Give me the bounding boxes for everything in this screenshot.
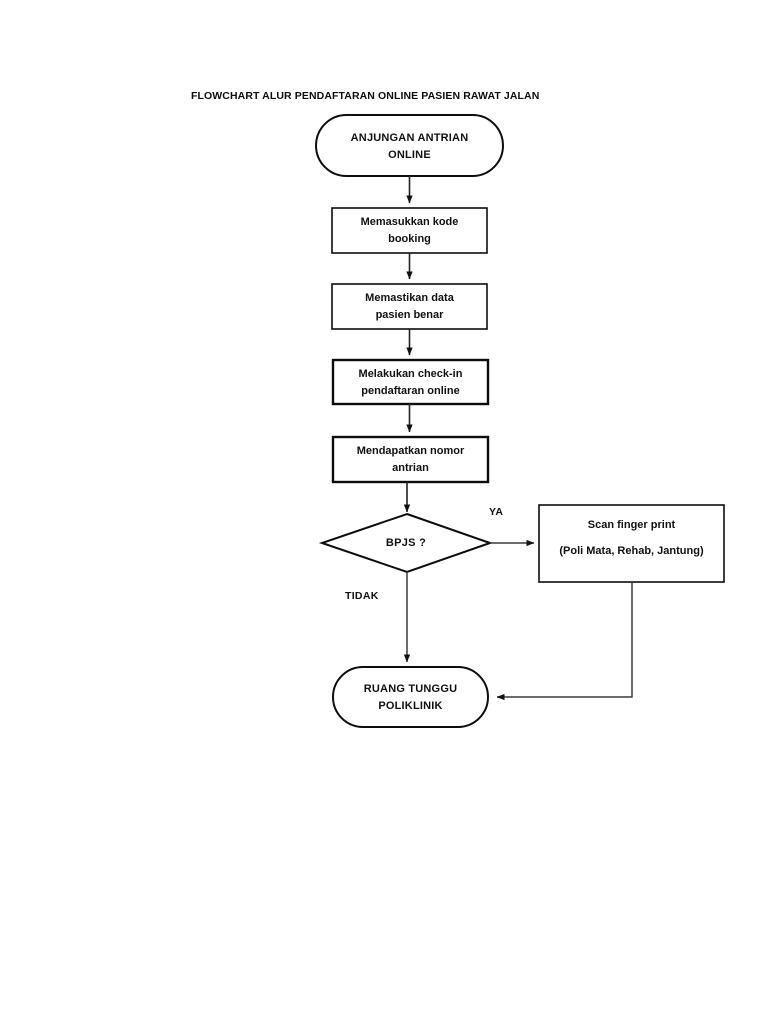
step1-label-line2: booking xyxy=(388,233,431,245)
end-label-line1: RUANG TUNGGU xyxy=(364,683,457,695)
step3-box-shape xyxy=(331,358,490,406)
page-title: FLOWCHART ALUR PENDAFTARAN ONLINE PASIEN… xyxy=(191,90,539,102)
start-terminal-shape xyxy=(315,114,504,177)
step2-label-line2: pasien benar xyxy=(376,309,445,321)
node-step3: Melakukan check-in pendaftaran online xyxy=(331,358,490,406)
step2-box-shape xyxy=(331,283,488,330)
node-scan: Scan finger print (Poli Mata, Rehab, Jan… xyxy=(538,504,725,583)
step2-label-line1: Memastikan data xyxy=(365,292,455,304)
start-label-line2: ONLINE xyxy=(388,149,431,161)
edge-scan-to-end xyxy=(496,582,633,701)
end-label-line2: POLIKLINIK xyxy=(378,700,442,712)
end-terminal-shape xyxy=(332,666,489,728)
scan-box-shape xyxy=(538,504,725,583)
decision-label: BPJS ? xyxy=(386,537,426,549)
step4-box-shape xyxy=(331,435,490,484)
step3-label-line1: Melakukan check-in xyxy=(359,368,463,380)
start-label-line1: ANJUNGAN ANTRIAN xyxy=(351,132,469,144)
edge-label-no: TIDAK xyxy=(345,590,379,602)
step1-label-line1: Memasukkan kode xyxy=(361,216,459,228)
step4-label-line2: antrian xyxy=(392,462,429,474)
node-end: RUANG TUNGGU POLIKLINIK xyxy=(332,666,489,728)
step3-label-line2: pendaftaran online xyxy=(361,385,459,397)
node-decision: BPJS ? xyxy=(318,512,494,574)
node-step2: Memastikan data pasien benar xyxy=(331,283,488,330)
node-start: ANJUNGAN ANTRIAN ONLINE xyxy=(315,114,504,177)
step4-label-line1: Mendapatkan nomor xyxy=(357,445,465,457)
node-step4: Mendapatkan nomor antrian xyxy=(331,435,490,484)
edge-label-yes: YA xyxy=(489,506,503,518)
step1-box-shape xyxy=(331,207,488,254)
node-step1: Memasukkan kode booking xyxy=(331,207,488,254)
scan-label-line1: Scan finger print xyxy=(588,519,676,531)
scan-label-line2: (Poli Mata, Rehab, Jantung) xyxy=(559,545,704,557)
